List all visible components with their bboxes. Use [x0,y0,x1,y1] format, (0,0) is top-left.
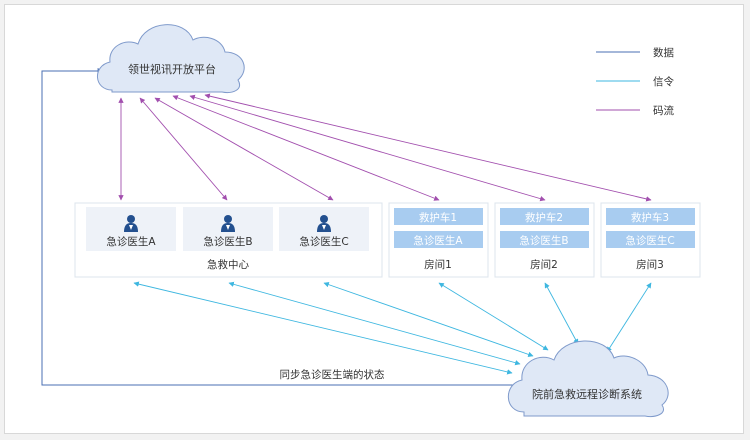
signal-edge-room-2 [544,282,579,345]
doctor-chip-label: 急诊医生A [413,234,463,247]
ambulance-label: 救护车2 [525,211,563,224]
legend: 数据 信令 码流 [596,46,674,117]
stream-edge-room-2 [189,94,546,202]
doctor-card-c: 急诊医生C [279,207,369,251]
data-edge-bottom-to-top [41,68,520,386]
emergency-center-title: 急救中心 [207,258,249,271]
doctor-chip-label: 急诊医生B [519,234,568,247]
signal-edge-room-1 [438,282,549,351]
signal-edge-doctor-a [133,281,513,375]
ambulance-label: 救护车1 [419,211,457,224]
edge-label-sync-status: 同步急诊医生端的状态 [280,368,385,381]
cloud-top-label: 领世视讯开放平台 [128,62,216,76]
doctor-label: 急诊医生C [299,235,348,248]
doctor-icon [124,215,138,232]
stream-edge-room-3 [204,93,652,202]
emergency-center: 急诊医生A 急诊医生B 急诊医生C 急救中心 [74,202,383,278]
signal-edge-doctor-b [228,281,521,366]
cloud-icon [97,24,245,93]
legend-label-signal: 信令 [653,75,674,88]
doctor-card-b: 急诊医生B [183,207,273,251]
cloud-open-platform: 领世视讯开放平台 [97,24,245,93]
legend-label-data: 数据 [653,46,674,59]
ambulance-chip [606,208,695,225]
legend-item-signal: 信令 [596,75,674,88]
signal-edges [133,281,652,375]
room-2: 救护车2 急诊医生B 房间2 [494,202,595,278]
doctor-icon [317,215,331,232]
room-1: 救护车1 急诊医生A 房间1 [388,202,489,278]
doctor-label: 急诊医生A [106,235,156,248]
signal-edge-room-3 [606,282,652,353]
ambulance-label: 救护车3 [631,211,669,224]
doctor-chip [394,231,483,248]
doctor-label: 急诊医生B [203,235,252,248]
stream-edge-doctor-c [154,97,334,201]
ambulance-chip [500,208,589,225]
stream-edge-doctor-b [139,97,228,201]
stream-edges [118,93,652,202]
room-title: 房间3 [636,258,664,271]
doctor-icon [221,215,235,232]
ambulance-chip [394,208,483,225]
legend-label-stream: 码流 [653,104,674,117]
legend-item-data: 数据 [596,46,674,59]
legend-item-stream: 码流 [596,104,674,117]
signal-edge-doctor-c [323,282,534,357]
room-title: 房间2 [530,258,558,271]
room-3: 救护车3 急诊医生C 房间3 [600,202,701,278]
cloud-bottom-label: 院前急救远程诊断系统 [532,387,642,401]
doctor-chip [606,231,695,248]
doctor-chip-label: 急诊医生C [625,234,674,247]
room-title: 房间1 [424,258,452,271]
doctor-card-a: 急诊医生A [86,207,176,251]
doctor-chip [500,231,589,248]
cloud-remote-diagnosis: 院前急救远程诊断系统 [507,340,669,417]
cloud-icon [507,340,669,417]
